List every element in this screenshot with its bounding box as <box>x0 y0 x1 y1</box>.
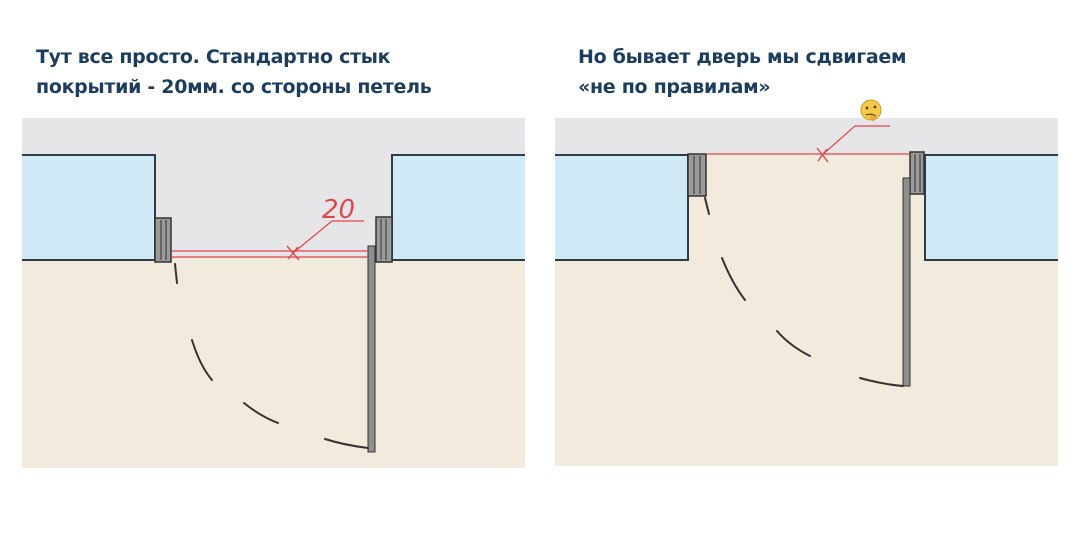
left-wall <box>22 154 156 261</box>
left-door-jamb <box>154 217 172 263</box>
floor-joint-dimension <box>707 125 910 163</box>
left-caption-line-1: Тут все просто. Стандартно стык <box>36 46 391 68</box>
right-door-jamb <box>909 151 925 195</box>
left-door-diagram: 20 <box>22 118 525 468</box>
right-caption: Но бывает дверь мы сдвигаем «не по прави… <box>578 42 907 102</box>
right-wall <box>391 154 525 261</box>
upper-floor-area <box>555 118 1058 155</box>
right-caption-line-2: «не по правилам» <box>578 76 771 98</box>
left-caption: Тут все просто. Стандартно стык покрытий… <box>36 42 432 102</box>
right-door-jamb <box>375 216 393 263</box>
door-leaf <box>902 177 911 387</box>
door-leaf <box>367 245 376 453</box>
floor-joint-dimension <box>172 220 368 261</box>
lower-floor-area <box>22 259 525 468</box>
door-swing-arc <box>174 263 369 449</box>
right-wall <box>924 154 1058 261</box>
thinking-emoji-icon <box>860 99 882 121</box>
right-door-diagram <box>555 99 1058 466</box>
door-swing-arc <box>704 197 904 387</box>
left-wall <box>555 154 689 261</box>
right-caption-line-1: Но бывает дверь мы сдвигаем <box>578 46 907 68</box>
dimension-label-20: 20 <box>322 195 355 225</box>
left-caption-line-2: покрытий - 20мм. со стороны петель <box>36 76 432 98</box>
left-door-jamb <box>687 153 707 197</box>
